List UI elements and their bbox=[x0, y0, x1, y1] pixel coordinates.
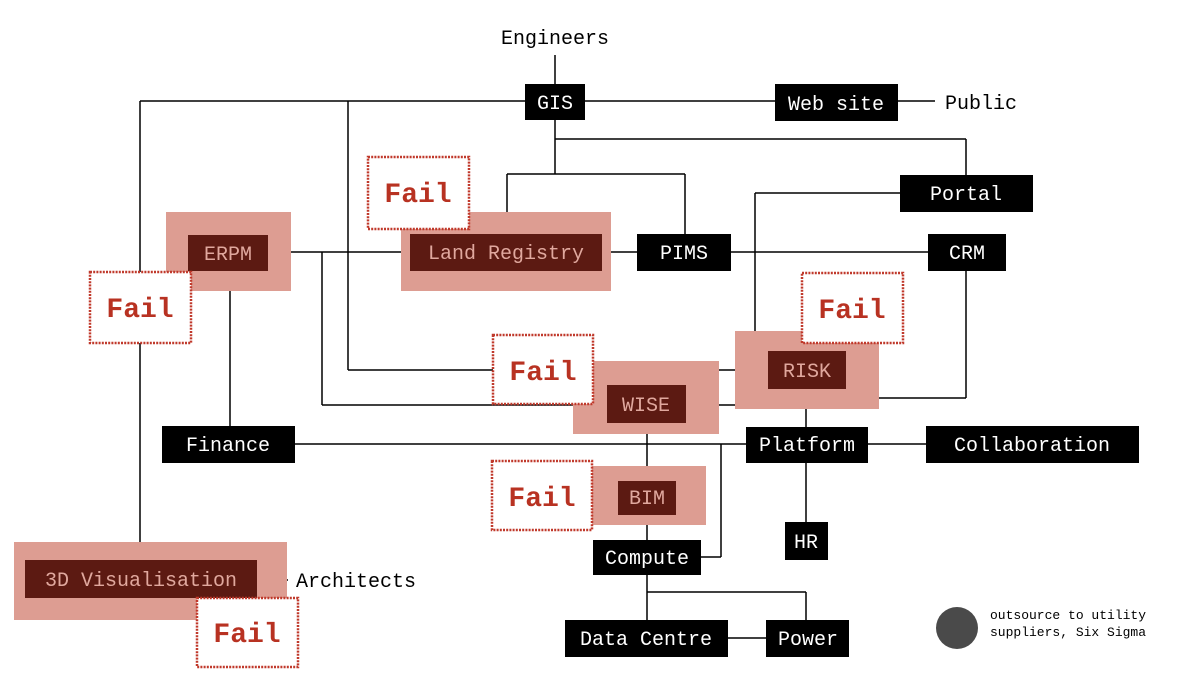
fail-label: Fail bbox=[213, 620, 280, 651]
compute-node-label: Compute bbox=[605, 548, 689, 571]
crm-node: CRM bbox=[928, 234, 1006, 271]
erpm-node: ERPM bbox=[188, 235, 268, 271]
collaboration-node: Collaboration bbox=[926, 426, 1139, 463]
finance-node-label: Finance bbox=[186, 435, 270, 458]
fail-label: Fail bbox=[818, 296, 885, 327]
legend-dot-icon bbox=[936, 607, 978, 649]
land-registry-fail-stamp: Fail bbox=[366, 155, 471, 231]
fail-label: Fail bbox=[384, 180, 451, 211]
hr-node: HR bbox=[785, 522, 828, 560]
data-centre-node: Data Centre bbox=[565, 620, 728, 657]
visualisation-node: 3D Visualisation bbox=[25, 560, 257, 598]
bim-fail-stamp: Fail bbox=[490, 459, 594, 532]
website-node: Web site bbox=[775, 84, 898, 121]
platform-node-label: Platform bbox=[759, 435, 855, 458]
architects-label: Architects bbox=[296, 571, 416, 594]
pims-node: PIMS bbox=[637, 234, 731, 271]
legend: outsource to utility suppliers, Six Sigm… bbox=[936, 607, 1146, 649]
land-registry-node: Land Registry bbox=[410, 234, 602, 271]
erpm-fail-stamp: Fail bbox=[88, 270, 193, 345]
bim-node-label: BIM bbox=[629, 488, 665, 511]
fail-label: Fail bbox=[508, 484, 575, 515]
power-node-label: Power bbox=[778, 629, 838, 652]
gis-node: GIS bbox=[525, 84, 585, 120]
website-node-label: Web site bbox=[788, 94, 884, 117]
land-registry-node-label: Land Registry bbox=[428, 243, 584, 266]
wise-node: WISE bbox=[607, 385, 686, 423]
engineers-label: Engineers bbox=[501, 28, 609, 51]
pims-node-label: PIMS bbox=[660, 243, 708, 266]
power-node: Power bbox=[766, 620, 849, 657]
risk-node-label: RISK bbox=[783, 361, 831, 384]
data-centre-node-label: Data Centre bbox=[580, 629, 712, 652]
hr-node-label: HR bbox=[794, 532, 818, 555]
collaboration-node-label: Collaboration bbox=[954, 435, 1110, 458]
legend-line-2: suppliers, Six Sigma bbox=[990, 625, 1146, 640]
gis-node-label: GIS bbox=[537, 93, 573, 116]
crm-node-label: CRM bbox=[949, 243, 985, 266]
fail-label: Fail bbox=[509, 358, 576, 389]
risk-fail-stamp: Fail bbox=[800, 271, 905, 345]
portal-node: Portal bbox=[900, 175, 1033, 212]
bim-node: BIM bbox=[618, 481, 676, 515]
visualisation-node-label: 3D Visualisation bbox=[45, 570, 237, 593]
public-label: Public bbox=[945, 93, 1017, 116]
risk-node: RISK bbox=[768, 351, 846, 389]
portal-node-label: Portal bbox=[930, 184, 1002, 207]
compute-node: Compute bbox=[593, 540, 701, 575]
wise-fail-stamp: Fail bbox=[491, 333, 595, 406]
platform-node: Platform bbox=[746, 427, 868, 463]
wise-node-label: WISE bbox=[622, 395, 670, 418]
visualisation-fail-stamp: Fail bbox=[195, 596, 300, 669]
erpm-node-label: ERPM bbox=[204, 244, 252, 267]
legend-line-1: outsource to utility bbox=[990, 608, 1146, 623]
fail-label: Fail bbox=[106, 295, 173, 326]
finance-node: Finance bbox=[162, 426, 295, 463]
